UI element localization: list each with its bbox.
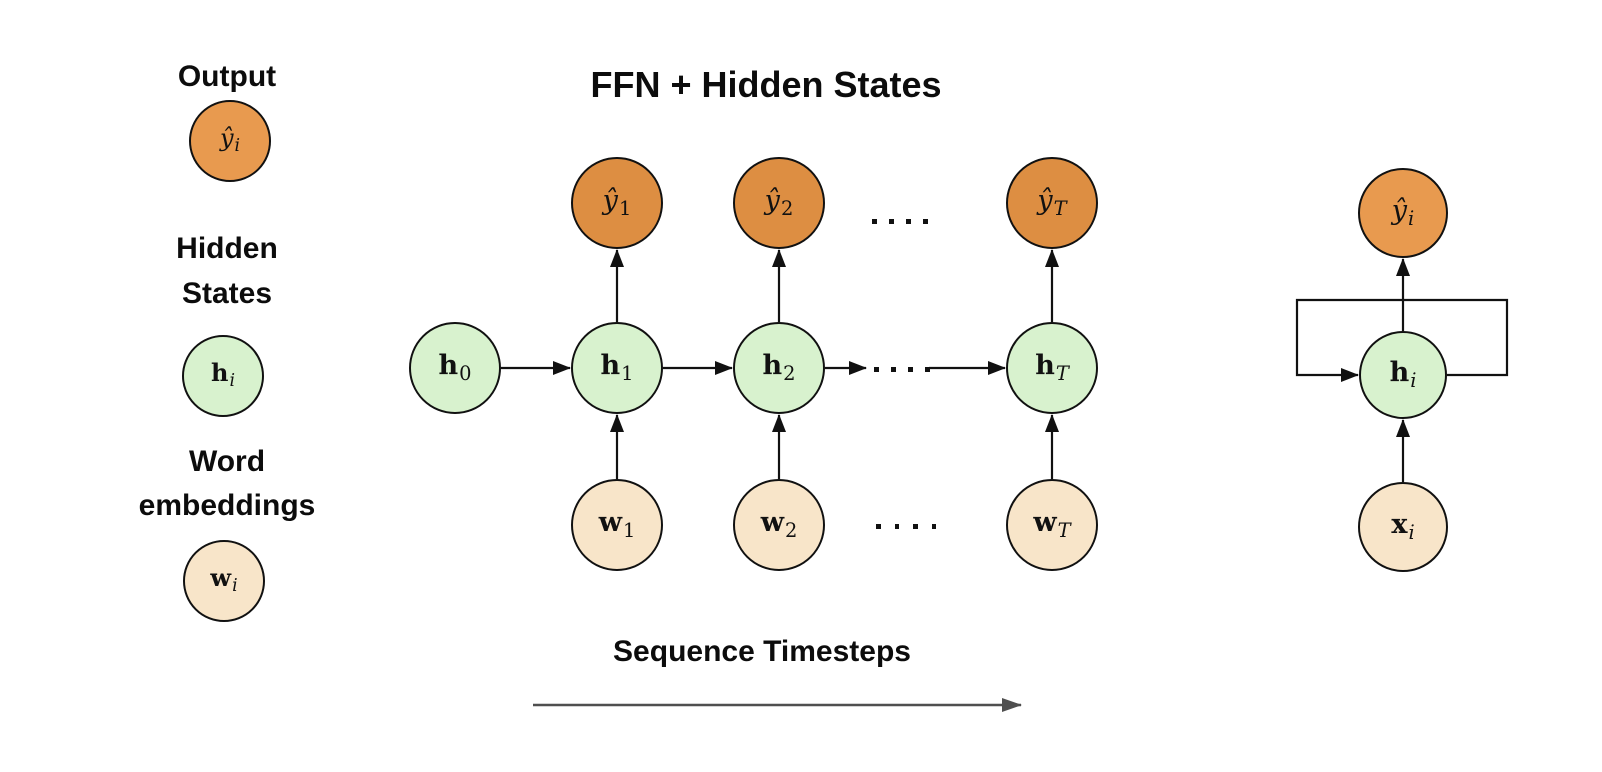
dot (923, 219, 928, 224)
node-y2-label: ŷ2 (764, 185, 794, 221)
dot (908, 367, 913, 372)
node-h0: h0 (409, 322, 501, 414)
recurrent-input-node-label: xi (1391, 509, 1415, 545)
node-w2-label: w2 (760, 507, 798, 543)
recurrent-loop-arrow (1295, 298, 1509, 382)
node-h1-label: h1 (600, 350, 634, 386)
legend-word-label-line2: embeddings (138, 489, 316, 522)
legend-hidden-label: Hidden States (77, 226, 377, 316)
node-y1: ŷ1 (571, 157, 663, 249)
dot (891, 367, 896, 372)
legend-output-label: Output (177, 60, 277, 93)
dot (894, 524, 900, 529)
node-wT-label: wT (1033, 507, 1071, 543)
legend-word-label-line1: Word (188, 445, 266, 478)
legend-output-node: ŷi (189, 100, 271, 182)
dot (874, 367, 879, 372)
legend-word-node: wi (183, 540, 265, 622)
recurrent-hidden-node: hi (1359, 331, 1447, 419)
node-hT: hT (1006, 322, 1098, 414)
legend-hidden-label-line2: States (181, 277, 273, 310)
ellipsis-word-row (876, 524, 937, 529)
node-w1: w1 (571, 479, 663, 571)
legend-word-label: Word embeddings (77, 440, 377, 528)
recurrent-output-node-label: ŷi (1391, 195, 1415, 231)
node-hT-label: hT (1035, 350, 1069, 386)
node-h2-label: h2 (762, 350, 796, 386)
dot (913, 524, 918, 529)
recurrent-hidden-node-label: hi (1389, 357, 1417, 393)
legend-hidden-node-label: hi (211, 358, 235, 392)
legend-hidden-label-line1: Hidden (176, 232, 278, 265)
dot (906, 219, 911, 224)
dot (876, 524, 881, 529)
node-h1: h1 (571, 322, 663, 414)
dot (931, 524, 937, 529)
recurrent-output-node: ŷi (1358, 168, 1448, 258)
dot (872, 219, 877, 224)
node-w1-label: w1 (598, 507, 636, 543)
node-yT: ŷT (1006, 157, 1098, 249)
node-wT: wT (1006, 479, 1098, 571)
node-w2: w2 (733, 479, 825, 571)
ellipsis-output-row (872, 219, 928, 224)
legend-word-node-label: wi (210, 563, 238, 597)
dot (925, 367, 930, 372)
node-h0-label: h0 (438, 350, 472, 386)
node-yT-label: ŷT (1037, 185, 1067, 221)
diagram-title: FFN + Hidden States (590, 64, 942, 105)
legend-hidden-node: hi (182, 335, 264, 417)
node-h2: h2 (733, 322, 825, 414)
legend-output-node-label: ŷi (219, 124, 241, 157)
dot (889, 219, 894, 224)
recurrent-input-node: xi (1358, 482, 1448, 572)
sequence-axis-label: Sequence Timesteps (613, 635, 911, 668)
node-y1-label: ŷ1 (602, 185, 632, 221)
ellipsis-hidden-row (874, 367, 930, 372)
node-y2: ŷ2 (733, 157, 825, 249)
